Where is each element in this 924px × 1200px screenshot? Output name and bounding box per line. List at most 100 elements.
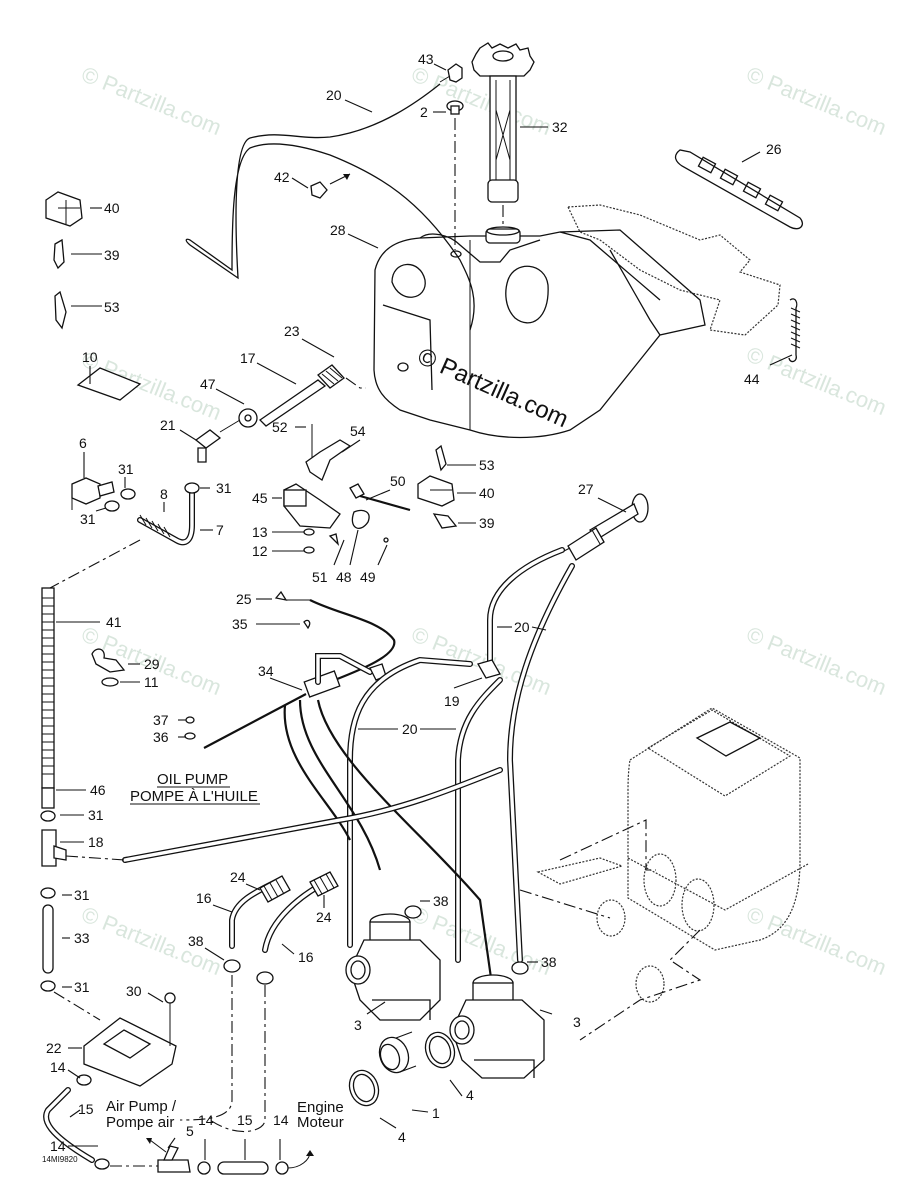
- callout-20: 20: [514, 619, 530, 635]
- hoses-16: [179, 871, 339, 1133]
- callout-49: 49: [360, 569, 376, 585]
- callout-14: 14: [273, 1112, 289, 1128]
- callout-24: 24: [230, 869, 246, 885]
- callouts: 43 20 2 32 26 42 40 39 53 28 44 10 23 17…: [46, 51, 782, 1154]
- callout-41: 41: [106, 614, 122, 630]
- oil-tank: [373, 226, 706, 439]
- hose-clamp-4: [348, 1031, 456, 1107]
- callout-7: 7: [216, 522, 224, 538]
- callout-52: 52: [272, 419, 288, 435]
- clip-42: [310, 173, 351, 199]
- oil-pump-note-line1: OIL PUMP: [157, 771, 228, 788]
- leader-lines: [56, 63, 793, 1160]
- callout-15: 15: [78, 1101, 94, 1117]
- callout-3: 3: [573, 1014, 581, 1030]
- callout-4: 4: [466, 1087, 474, 1103]
- oil-filler-cap: [471, 42, 535, 228]
- air-pump-note-line1: Air Pump /: [106, 1098, 177, 1115]
- callout-39: 39: [104, 247, 120, 263]
- connector-40-left: [45, 191, 83, 227]
- callout-14: 14: [198, 1112, 214, 1128]
- frame-plate-ghost: [567, 204, 781, 336]
- callout-10: 10: [82, 349, 98, 365]
- bracket-29: [91, 648, 126, 687]
- callout-6: 6: [79, 435, 87, 451]
- callout-31: 31: [88, 807, 104, 823]
- callout-33: 33: [74, 930, 90, 946]
- callout-39: 39: [479, 515, 495, 531]
- oil-pump-note-line2: POMPE À L'HUILE: [130, 788, 258, 805]
- hoses-20: [347, 547, 575, 963]
- callout-8: 8: [160, 486, 168, 502]
- carburetor-right: [449, 961, 545, 1079]
- callout-37: 37: [153, 712, 169, 728]
- callout-17: 17: [240, 350, 256, 366]
- oil-lines-to-carbs: [122, 699, 503, 986]
- callout-48: 48: [336, 569, 352, 585]
- callout-14: 14: [50, 1138, 66, 1154]
- air-pump-hoses: [43, 1087, 314, 1175]
- callout-35: 35: [232, 616, 248, 632]
- callout-11: 11: [144, 674, 159, 690]
- callout-31: 31: [74, 887, 90, 903]
- callout-31: 31: [216, 480, 232, 496]
- terminal-39-right: [432, 513, 458, 529]
- watermark: © Partzilla.com: [743, 621, 890, 700]
- callout-20: 20: [402, 721, 418, 737]
- callout-40: 40: [104, 200, 120, 216]
- callout-32: 32: [552, 119, 568, 135]
- callout-18: 18: [88, 834, 104, 850]
- air-pump-note-line2: Pompe air: [106, 1114, 174, 1131]
- hose-7-8: [137, 487, 195, 546]
- intake-boot-1: [378, 1031, 417, 1074]
- callout-13: 13: [252, 524, 268, 540]
- callout-5: 5: [186, 1123, 194, 1139]
- routing-line: [49, 539, 141, 589]
- callout-21: 21: [160, 417, 176, 433]
- watermark: © Partzilla.com: [743, 341, 890, 420]
- fitting-43: [439, 63, 464, 250]
- callout-26: 26: [766, 141, 782, 157]
- callout-28: 28: [330, 222, 346, 238]
- callout-38: 38: [433, 893, 449, 909]
- callout-54: 54: [350, 423, 366, 439]
- watermark: © Partzilla.com: [743, 901, 890, 980]
- callout-12: 12: [252, 543, 268, 559]
- callout-46: 46: [90, 782, 106, 798]
- terminal-39-left: [53, 238, 65, 270]
- hose-clamp-31: [104, 482, 200, 512]
- callout-16: 16: [196, 890, 212, 906]
- air-pump-22: [76, 992, 177, 1087]
- callout-3: 3: [354, 1017, 362, 1033]
- oil-pump-cable: [184, 590, 396, 749]
- callout-4: 4: [398, 1129, 406, 1145]
- terminal-53-right: [435, 444, 447, 472]
- oil-line-assembly: [194, 364, 366, 463]
- callout-31: 31: [80, 511, 96, 527]
- air-silencer-ghost: [519, 707, 809, 1041]
- callout-2: 2: [420, 104, 428, 120]
- engine-note-line1: Engine: [297, 1099, 344, 1116]
- callout-25: 25: [236, 591, 252, 607]
- callout-38: 38: [188, 933, 204, 949]
- valve-6: [71, 477, 115, 510]
- oil-hose-41: [41, 587, 55, 809]
- callout-45: 45: [252, 490, 268, 506]
- callout-16: 16: [298, 949, 314, 965]
- notes: OIL PUMP POMPE À L'HUILE Air Pump / Pomp…: [42, 771, 344, 1164]
- callout-30: 30: [126, 983, 142, 999]
- callout-24: 24: [316, 909, 332, 925]
- callout-34: 34: [258, 663, 274, 679]
- bracket-26: [674, 149, 804, 230]
- callout-15: 15: [237, 1112, 253, 1128]
- watermark: © Partzilla.com: [78, 61, 225, 140]
- callout-31: 31: [74, 979, 90, 995]
- drawing-number: 14MI9820: [42, 1155, 78, 1164]
- callout-31: 31: [118, 461, 134, 477]
- callout-50: 50: [390, 473, 406, 489]
- callout-1: 1: [432, 1105, 440, 1121]
- sensor-45: [283, 424, 411, 554]
- callout-23: 23: [284, 323, 300, 339]
- callout-53: 53: [479, 457, 495, 473]
